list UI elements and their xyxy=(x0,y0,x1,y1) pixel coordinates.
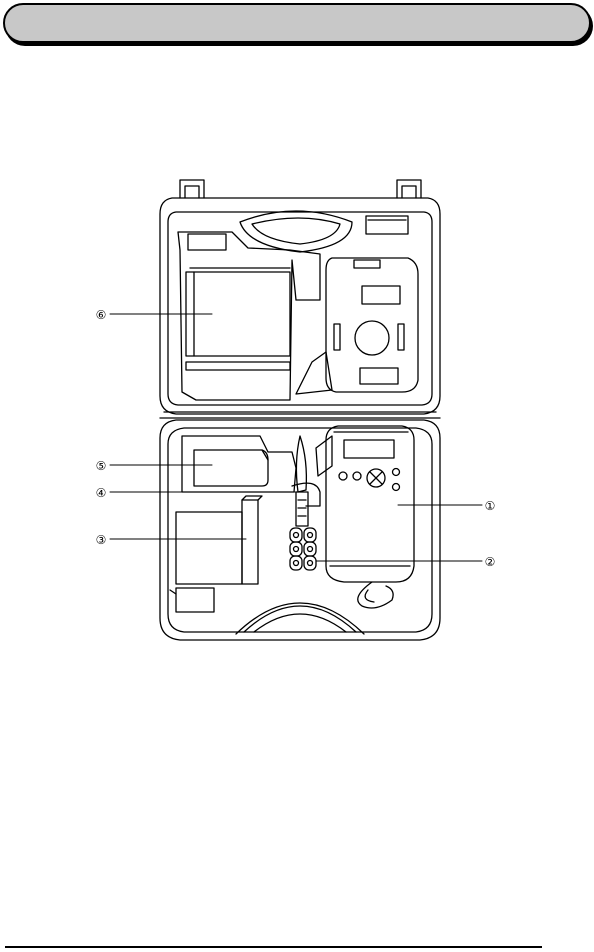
measuring-meter xyxy=(316,426,414,608)
callout-label-6: ⑥ xyxy=(96,308,107,322)
callout-label-1: ① xyxy=(485,499,496,513)
batteries xyxy=(290,528,316,570)
case-lid xyxy=(160,180,440,414)
footer-rule xyxy=(5,946,542,948)
callout-label-4: ④ xyxy=(96,486,107,500)
instruction-manual xyxy=(186,268,290,370)
callout-label-2: ② xyxy=(485,555,496,569)
callout-label-5: ⑤ xyxy=(96,459,107,473)
callout-label-3: ③ xyxy=(96,533,107,547)
soft-pouch xyxy=(194,450,268,486)
case-base xyxy=(160,420,440,640)
accessory-box xyxy=(170,496,262,612)
meter-cradle xyxy=(296,258,418,394)
